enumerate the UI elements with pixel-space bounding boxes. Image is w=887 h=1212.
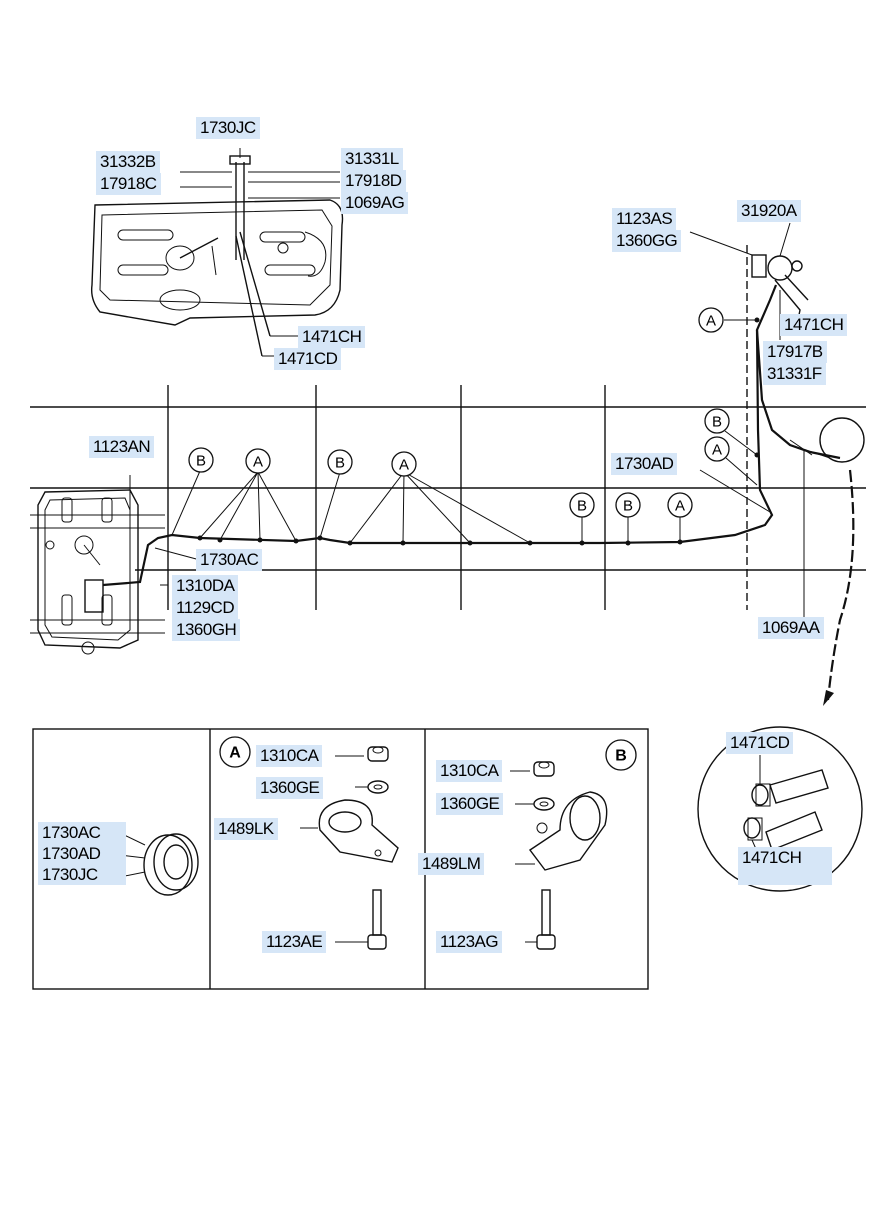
marker-a: A (245, 448, 271, 474)
svg-text:B: B (712, 414, 722, 431)
nut-icon (367, 746, 389, 762)
part-label-grommet-list[interactable]: 1730AC 1730AD 1730JC (38, 822, 126, 885)
part-label-31331L[interactable]: 31331L (341, 148, 403, 170)
part-label-1123AE[interactable]: 1123AE (262, 931, 327, 953)
part-label-1310CA[interactable]: 1310CA (436, 760, 503, 782)
svg-text:B: B (577, 498, 587, 515)
top-tank-assembly (90, 148, 344, 357)
washer-icon (533, 797, 555, 811)
part-label-1123AS[interactable]: 1123AS (612, 208, 677, 230)
marker-b: B (615, 492, 641, 518)
svg-text:B: B (335, 455, 345, 472)
marker-a: A (219, 736, 251, 768)
marker-a: A (391, 451, 417, 477)
part-label-1310DA[interactable]: 1310DA (172, 575, 239, 597)
part-label-17918D[interactable]: 17918D (341, 170, 406, 192)
part-label-1123AG[interactable]: 1123AG (436, 931, 503, 953)
part-label-1360GH[interactable]: 1360GH (172, 619, 241, 641)
part-label-1730AC[interactable]: 1730AC (196, 549, 263, 571)
part-label-1489LK[interactable]: 1489LK (214, 818, 278, 840)
marker-b: B (704, 408, 730, 434)
marker-b: B (327, 449, 353, 475)
part-label-1471CD[interactable]: 1471CD (274, 348, 342, 370)
part-label-1730AD[interactable]: 1730AD (611, 453, 678, 475)
part-label-1069AG[interactable]: 1069AG (341, 192, 409, 214)
marker-b: B (569, 492, 595, 518)
bolt-icon (536, 889, 556, 950)
svg-text:A: A (253, 454, 263, 471)
pipe-icon (743, 769, 829, 851)
part-label-1129CD[interactable]: 1129CD (172, 597, 239, 619)
marker-a: A (698, 307, 724, 333)
svg-text:A: A (229, 745, 241, 762)
grommet-icon (119, 832, 199, 896)
part-label-31920A[interactable]: 31920A (737, 200, 801, 222)
part-label-17917B[interactable]: 17917B (763, 341, 827, 363)
part-label-1069AA[interactable]: 1069AA (758, 617, 824, 639)
svg-text:A: A (399, 457, 409, 474)
clamp-icon (318, 799, 399, 863)
svg-text:B: B (615, 748, 627, 765)
brake-line (102, 222, 865, 706)
floor-frame (30, 245, 866, 610)
part-label-1360GE[interactable]: 1360GE (436, 793, 504, 815)
markers: B A B A B B A A B A (188, 307, 730, 518)
nut-icon (533, 761, 555, 777)
svg-text:B: B (623, 498, 633, 515)
part-label-1310CA[interactable]: 1310CA (256, 745, 323, 767)
part-label-1471CD[interactable]: 1471CD (726, 732, 794, 754)
part-label-1730JC[interactable]: 1730JC (196, 117, 260, 139)
part-label-31332B[interactable]: 31332B (96, 151, 160, 173)
part-label-31331F[interactable]: 31331F (763, 363, 826, 385)
part-label-1489LM[interactable]: 1489LM (418, 853, 485, 875)
clamp-icon (528, 791, 608, 871)
part-label-1123AN[interactable]: 1123AN (89, 436, 155, 458)
part-label-1360GE[interactable]: 1360GE (256, 777, 324, 799)
part-label-1471CH[interactable]: 1471CH (780, 314, 848, 336)
marker-a: A (667, 492, 693, 518)
washer-icon (367, 780, 389, 794)
marker-b: B (188, 447, 214, 473)
svg-text:B: B (196, 453, 206, 470)
bolt-icon (367, 889, 387, 950)
marker-b: B (605, 739, 637, 771)
part-label-17918C[interactable]: 17918C (96, 173, 161, 195)
part-label-1360GG[interactable]: 1360GG (612, 230, 682, 252)
part-label-1471CH[interactable]: 1471CH (738, 847, 832, 885)
marker-a: A (704, 436, 730, 462)
part-label-1471CH[interactable]: 1471CH (298, 326, 366, 348)
left-tank (30, 489, 165, 655)
svg-text:A: A (706, 313, 716, 330)
svg-text:A: A (712, 442, 722, 459)
svg-text:A: A (675, 498, 685, 515)
pipe-detail (697, 726, 863, 892)
